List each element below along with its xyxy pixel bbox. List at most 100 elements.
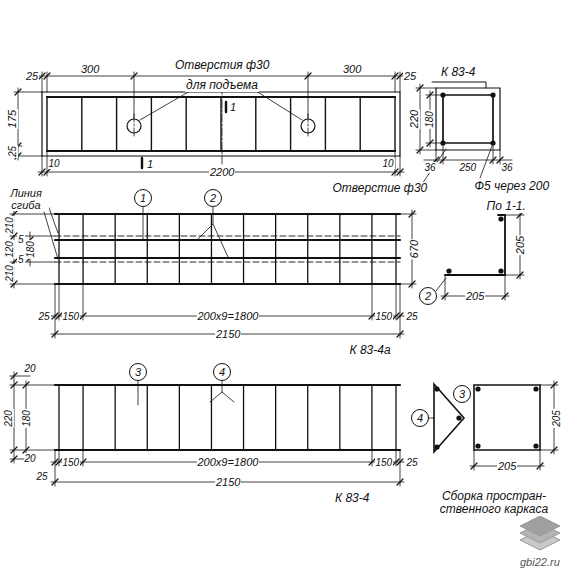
- section-title: По 1-1.: [486, 200, 527, 213]
- dimension-label: 25: [406, 311, 419, 322]
- cross-bar: [82, 214, 83, 284]
- cross-bar: [179, 214, 180, 284]
- callout-text: 2: [210, 193, 216, 204]
- section-mark: [142, 102, 226, 168]
- dimension-label: 5: [17, 254, 25, 265]
- section-mark: 1: [146, 158, 154, 170]
- dimension-line: [436, 211, 524, 300]
- dimension-label: 220: [2, 409, 13, 428]
- cross-bar: [307, 214, 308, 284]
- dimension-label: 250: [459, 162, 478, 173]
- cage-section: [474, 385, 540, 450]
- stirrup-bar: [116, 97, 117, 151]
- dimension-label: 205: [550, 409, 561, 428]
- bar-dot: [475, 386, 480, 391]
- cross-bar: [339, 214, 340, 284]
- stirrup-bar: [220, 97, 221, 151]
- mark-label: К 83-4: [334, 492, 370, 505]
- stirrup-bar: [46, 97, 47, 151]
- dimension-label: 36: [424, 162, 437, 173]
- dimension-label: 25: [403, 70, 417, 82]
- dimension-line: [10, 210, 416, 338]
- mark-label: К 83-4а: [349, 344, 392, 357]
- dimension-label: 180: [24, 240, 35, 259]
- bar-dot: [490, 92, 495, 97]
- dimension-label: 300: [342, 63, 362, 75]
- stirrup-bar: [325, 97, 326, 151]
- callout-number: 3: [453, 385, 471, 403]
- note-label: Отверстия ф30: [174, 59, 270, 72]
- dimension-label: 150: [62, 457, 81, 468]
- leader-line: [44, 205, 228, 259]
- title-underline: [432, 82, 486, 88]
- dimension-label: 2200: [209, 166, 235, 178]
- bar-dot: [533, 386, 538, 391]
- note-label: Отверстие ф30: [332, 182, 429, 195]
- cross-bar: [58, 214, 59, 284]
- callout-text: 4: [219, 367, 225, 378]
- dimension-label: 150: [62, 311, 81, 322]
- bar-dot: [498, 268, 503, 273]
- dimension-label: 10: [382, 158, 395, 169]
- dimension-label: 10: [48, 158, 61, 169]
- leader-line: [140, 91, 302, 120]
- stirrup-bar: [360, 97, 361, 151]
- dimension-label: 20: [24, 363, 37, 374]
- callout-number: 4: [213, 363, 231, 381]
- dimension-label: 670: [408, 239, 420, 259]
- longitudinal-bar: [55, 385, 400, 450]
- bent-bar: [445, 215, 505, 275]
- bar-dot: [440, 92, 445, 97]
- callout-text: 3: [135, 367, 141, 378]
- callout-number: 1: [134, 189, 152, 207]
- bar-dot: [456, 415, 461, 420]
- cross-bar: [115, 214, 116, 284]
- callout-number: 3: [129, 363, 147, 381]
- center-line: [134, 86, 308, 164]
- stirrup: [443, 95, 493, 143]
- dimension-label: 2150: [215, 476, 241, 488]
- stirrup-bar: [151, 97, 152, 151]
- stirrup-bar: [185, 97, 186, 151]
- cross-bar: [339, 385, 340, 450]
- watermark-icon: [520, 516, 560, 550]
- dimension-tick: [11, 373, 403, 485]
- callout-text: 2: [425, 291, 431, 302]
- callout-text: 4: [417, 413, 423, 424]
- dimension-label: 205: [465, 290, 485, 302]
- dimension-label: 210: [3, 216, 14, 235]
- dimension-label: 180: [423, 110, 434, 129]
- cross-bar: [211, 385, 212, 450]
- note-label: Ф5 через 200: [474, 180, 551, 193]
- dimension-label: 36: [501, 162, 514, 173]
- cross-bar: [58, 385, 59, 450]
- cross-bar: [371, 214, 372, 284]
- dimension-label: 300: [80, 63, 100, 75]
- section-outline: [436, 88, 500, 150]
- callout-number: 2: [204, 189, 222, 207]
- dimension-label: 150: [375, 457, 394, 468]
- cross-bar: [179, 385, 180, 450]
- dimension-label: 205: [497, 460, 517, 472]
- cross-bar: [147, 214, 148, 284]
- dimension-line: [429, 381, 558, 470]
- cross-bar: [395, 385, 396, 450]
- cross-bar: [275, 385, 276, 450]
- watermark-icon: [520, 516, 560, 536]
- bar-dot: [475, 443, 480, 448]
- dimension-tick: [11, 211, 415, 337]
- dimension-label: 205: [514, 235, 526, 255]
- beam-outline: [42, 92, 400, 156]
- bar-dot: [440, 140, 445, 145]
- bar-dot: [490, 140, 495, 145]
- dimension-label: 180: [20, 409, 31, 428]
- longitudinal-bar: [55, 214, 400, 284]
- cross-bar: [115, 385, 116, 450]
- leader-line: [422, 146, 492, 184]
- longitudinal-bar: [47, 97, 395, 151]
- cross-bar: [243, 385, 244, 450]
- bar-dot: [434, 444, 439, 449]
- cross-bar: [371, 385, 372, 450]
- callout-text: 1: [140, 193, 146, 204]
